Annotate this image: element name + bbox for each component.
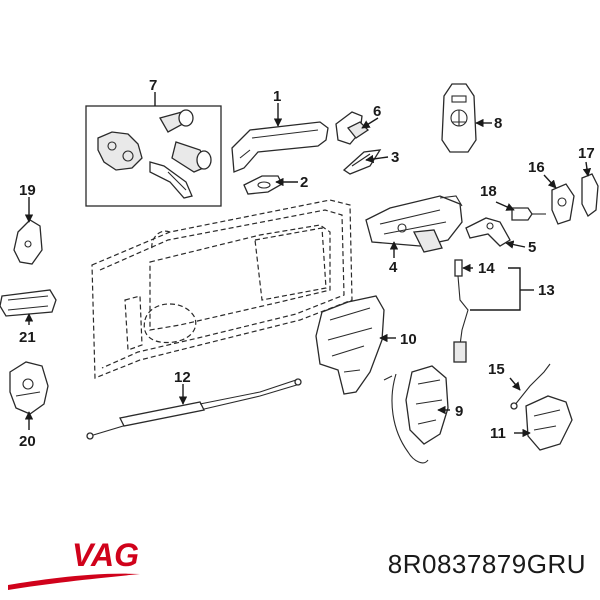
- callout-7: 7: [149, 77, 157, 94]
- callout-15: 15: [488, 361, 505, 378]
- handle-cover-cap: [243, 175, 283, 195]
- callout-8: 8: [494, 115, 502, 132]
- handle-bracket: [335, 111, 370, 145]
- callout-14: 14: [478, 260, 495, 277]
- callout-20: 20: [19, 433, 36, 450]
- striker: [551, 183, 575, 225]
- part-number: 8R0837879GRU: [387, 549, 586, 579]
- leader-lines: [24, 92, 592, 438]
- callout-9: 9: [455, 403, 463, 420]
- callout-3: 3: [391, 149, 399, 166]
- callout-6: 6: [373, 103, 381, 120]
- door-hinge: [9, 361, 49, 415]
- vag-logo: VAG: [8, 537, 140, 590]
- callout-12: 12: [174, 369, 191, 386]
- callout-17: 17: [578, 145, 595, 162]
- logo-swoosh: [8, 573, 140, 590]
- callout-10: 10: [400, 331, 417, 348]
- outer-door-handle: [231, 121, 329, 173]
- cable-linkage: [453, 259, 469, 363]
- release-cable: [86, 378, 302, 440]
- lock-cylinder-set-box: [85, 105, 222, 207]
- callout-2: 2: [300, 174, 308, 191]
- door-lock-assembly: [365, 195, 463, 253]
- lock-actuator: [383, 365, 449, 464]
- door-latch: [525, 395, 573, 451]
- door-panel-outline: [91, 199, 353, 379]
- callout-21: 21: [19, 329, 36, 346]
- striker-bolt: [511, 207, 546, 221]
- inner-trim-carrier: [315, 295, 385, 395]
- cover-plate: [342, 149, 382, 175]
- callout-19: 19: [19, 182, 36, 199]
- door-pull-handle: [0, 289, 57, 317]
- logo-text: VAG: [72, 537, 139, 573]
- small-bracket: [581, 173, 599, 217]
- callout-16: 16: [528, 159, 545, 176]
- callout-11: 11: [490, 425, 506, 442]
- callout-labels: 7 1 2 3 6 8 4 5 18 16 17 14 13 10 9 15 1…: [19, 77, 595, 450]
- callout-18: 18: [480, 183, 497, 200]
- lock-rod: [510, 363, 551, 410]
- callout-5: 5: [528, 239, 536, 256]
- lock-lever-bracket: [465, 217, 511, 247]
- callout-13: 13: [538, 282, 555, 299]
- callout-1: 1: [273, 88, 281, 105]
- callout-4: 4: [389, 259, 398, 276]
- remote-key-fob: [441, 83, 477, 153]
- door-clip: [13, 219, 43, 265]
